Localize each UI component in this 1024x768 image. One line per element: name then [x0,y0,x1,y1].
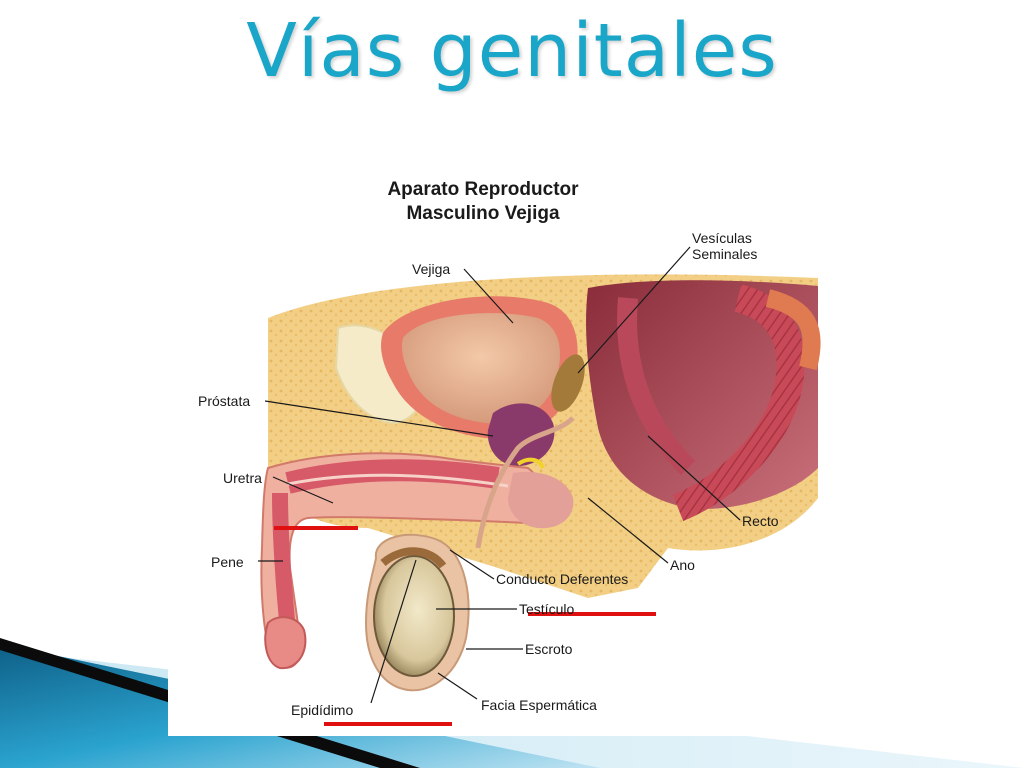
label-prostata: Próstata [198,393,251,409]
diagram-title: Aparato Reproductor Masculino Vejiga [318,178,648,226]
label-testiculo: Testículo [519,601,575,617]
diagram-title-line1: Aparato Reproductor [387,179,579,200]
label-epididimo: Epidídimo [291,702,354,718]
label-vejiga: Vejiga [412,261,451,277]
label-vesiculas-seminales: Vesículas Seminales [692,230,757,262]
label-facia-espermatica: Facia Espermática [481,697,597,713]
anatomy-diagram: Aparato Reproductor Masculino Vejiga Vej… [168,168,848,736]
slide-title: Vías genitales [246,8,778,94]
label-vesiculas-line2: Seminales [692,246,758,262]
label-pene: Pene [211,554,244,570]
label-conducto-deferentes: Conducto Deferentes [496,571,629,587]
label-recto: Recto [742,513,779,529]
label-escroto: Escroto [525,641,573,657]
label-vesiculas-line1: Vesículas [692,230,752,246]
label-ano: Ano [670,557,695,573]
label-uretra: Uretra [223,470,262,486]
anatomy-illustration [258,246,821,726]
diagram-title-line2: Masculino Vejiga [406,203,560,224]
